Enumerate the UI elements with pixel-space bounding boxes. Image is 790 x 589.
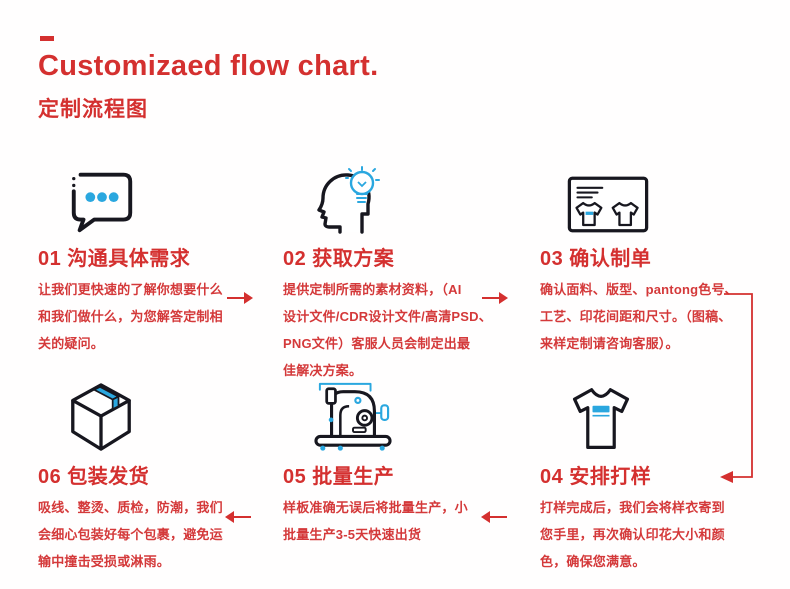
package-box-icon: [38, 378, 266, 454]
arrow-right-icon: [482, 291, 508, 305]
arrow-left-icon: [481, 510, 507, 524]
flow-connector-elbow: [714, 284, 764, 489]
step-01: 01 沟通具体需求 让我们更快速的了解你想要什么 和我们做什么，为您解答定制相 …: [38, 160, 266, 357]
step-title: 01 沟通具体需求: [38, 248, 191, 270]
step-06: 06 包装发货 吸线、整烫、质检，防潮，我们 会细心包装好每个包裹，避免运 输中…: [38, 378, 266, 575]
step-title: 06 包装发货: [38, 466, 150, 488]
step-title: 02 获取方案: [283, 248, 395, 270]
arrow-left-icon: [225, 510, 251, 524]
step-description: 提供定制所需的素材资料，（AI 设计文件/CDR设计文件/高清PSD、 PNG文…: [283, 282, 492, 378]
step-title: 05 批量生产: [283, 466, 395, 488]
arrow-right-icon: [227, 291, 253, 305]
step-03: 03 确认制单 确认面料、版型、pantong色号、 工艺、印花间距和尺寸。（图…: [540, 160, 768, 357]
step-description: 吸线、整烫、质检，防潮，我们 会细心包装好每个包裹，避免运 输中撞击受损或淋雨。: [38, 500, 223, 569]
speech-bubble-icon: [38, 160, 266, 236]
step-description: 让我们更快速的了解你想要什么 和我们做什么，为您解答定制相 关的疑问。: [38, 282, 223, 351]
step-title: 04 安排打样: [540, 466, 652, 488]
order-card-icon: [540, 160, 768, 236]
title-dash: [40, 36, 54, 41]
sewing-machine-icon: [283, 378, 511, 454]
step-description: 打样完成后，我们会将样衣寄到 您手里，再次确认印花大小和颜 色，确保您满意。: [540, 500, 725, 569]
idea-head-icon: [283, 160, 511, 236]
page-title: Customizaed flow chart.: [38, 50, 379, 82]
page-subtitle: 定制流程图: [38, 98, 148, 121]
step-05: 05 批量生产 样板准确无误后将批量生产，小 批量生产3-5天快速出货: [283, 378, 511, 548]
step-title: 03 确认制单: [540, 248, 652, 270]
step-description: 样板准确无误后将批量生产，小 批量生产3-5天快速出货: [283, 500, 468, 542]
step-04: 04 安排打样 打样完成后，我们会将样衣寄到 您手里，再次确认印花大小和颜 色，…: [540, 378, 768, 575]
step-02: 02 获取方案 提供定制所需的素材资料，（AI 设计文件/CDR设计文件/高清P…: [283, 160, 511, 384]
step-description: 确认面料、版型、pantong色号、 工艺、印花间距和尺寸。（图稿、 来样定制请…: [540, 282, 738, 351]
tshirt-icon: [540, 378, 768, 454]
